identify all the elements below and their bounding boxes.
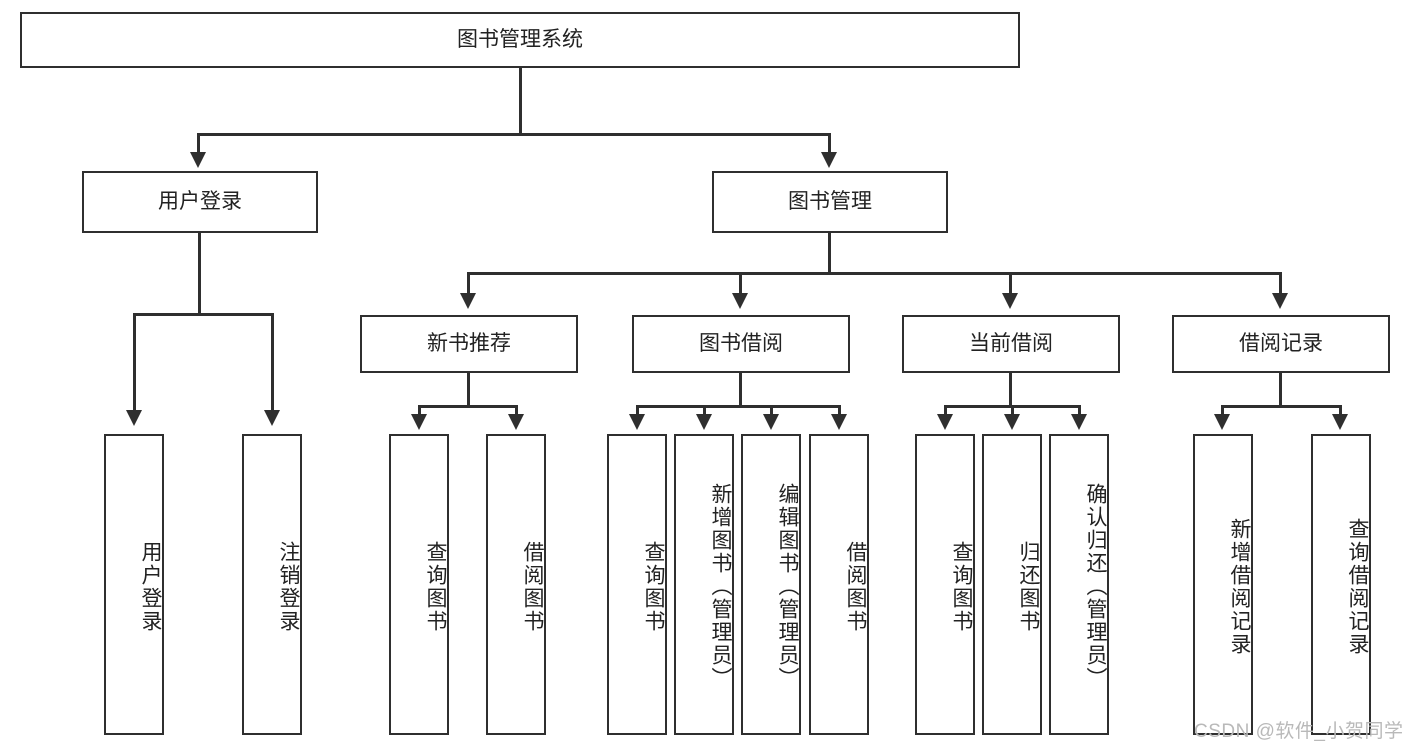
edge-current-borrow-stem: [1009, 373, 1012, 408]
node-label: 借阅记录: [1239, 332, 1323, 356]
edge-bm-to-borrow-record: [1279, 272, 1282, 296]
node-label: 图书管理: [788, 190, 872, 214]
node-label: 编辑图书（管理员）: [776, 483, 799, 690]
node-label: 借阅图书: [521, 540, 544, 633]
edge-new-book-distributor: [418, 405, 518, 408]
arrow-bm-to-new-book-icon: [460, 293, 476, 309]
node-label: 新书推荐: [427, 332, 511, 356]
node-current-borrow[interactable]: 当前借阅: [902, 315, 1120, 373]
node-book-management[interactable]: 图书管理: [712, 171, 948, 233]
leaf-borrow-record-add-record[interactable]: 新增借阅记录: [1193, 434, 1253, 735]
edge-book-borrow-to-leaf-4: [838, 405, 841, 417]
edge-root-stem: [519, 68, 522, 135]
edge-book-borrow-stem: [739, 373, 742, 408]
node-label: 新增借阅记录: [1228, 517, 1251, 656]
node-root-book-management-system[interactable]: 图书管理系统: [20, 12, 1020, 68]
edge-book-borrow-to-leaf-2: [703, 405, 706, 417]
edge-user-login-to-leaf-2: [271, 313, 274, 414]
edge-borrow-record-to-leaf-2: [1339, 405, 1342, 417]
node-book-borrow[interactable]: 图书借阅: [632, 315, 850, 373]
edge-book-borrow-to-leaf-3: [770, 405, 773, 417]
arrow-user-login-to-leaf-2-icon: [264, 410, 280, 426]
leaf-new-book-borrow-book[interactable]: 借阅图书: [486, 434, 546, 735]
node-label: 新增图书（管理员）: [709, 483, 732, 690]
edge-current-borrow-to-leaf-2: [1011, 405, 1014, 417]
leaf-book-borrow-edit-book-admin[interactable]: 编辑图书（管理员）: [741, 434, 801, 735]
edge-book-borrow-to-leaf-1: [636, 405, 639, 417]
edge-current-borrow-to-leaf-1: [944, 405, 947, 417]
node-label: 查询借阅记录: [1346, 517, 1369, 656]
edge-bm-to-current-borrow: [1009, 272, 1012, 296]
edge-bm-to-book-borrow: [739, 272, 742, 296]
node-label: 确认归还（管理员）: [1084, 483, 1107, 690]
edge-borrow-record-distributor: [1221, 405, 1341, 408]
edge-book-management-distributor: [467, 272, 1282, 275]
node-label: 查询图书: [424, 540, 447, 633]
edge-user-login-to-leaf-1: [133, 313, 136, 414]
edge-root-to-user-login: [197, 133, 200, 160]
leaf-book-borrow-borrow-book[interactable]: 借阅图书: [809, 434, 869, 735]
node-label: 用户登录: [139, 540, 162, 633]
edge-current-borrow-to-leaf-3: [1078, 405, 1081, 417]
arrow-user-login-to-leaf-1-icon: [126, 410, 142, 426]
edge-new-book-to-leaf-2: [515, 405, 518, 417]
leaf-current-borrow-query-book[interactable]: 查询图书: [915, 434, 975, 735]
arrow-book-borrow-to-leaf-2-icon: [696, 414, 712, 430]
edge-root-to-book-management: [828, 133, 831, 160]
node-label: 图书借阅: [699, 332, 783, 356]
arrow-book-borrow-to-leaf-1-icon: [629, 414, 645, 430]
leaf-book-borrow-add-book-admin[interactable]: 新增图书（管理员）: [674, 434, 734, 735]
arrow-book-borrow-to-leaf-4-icon: [831, 414, 847, 430]
arrow-borrow-record-to-leaf-2-icon: [1332, 414, 1348, 430]
leaf-current-borrow-confirm-return-admin[interactable]: 确认归还（管理员）: [1049, 434, 1109, 735]
edge-bm-to-new-book: [467, 272, 470, 296]
leaf-current-borrow-return-book[interactable]: 归还图书: [982, 434, 1042, 735]
leaf-book-borrow-query-book[interactable]: 查询图书: [607, 434, 667, 735]
leaf-user-login-login[interactable]: 用户登录: [104, 434, 164, 735]
arrow-current-borrow-to-leaf-3-icon: [1071, 414, 1087, 430]
node-label: 用户登录: [158, 190, 242, 214]
edge-user-login-distributor: [133, 313, 273, 316]
edge-new-book-stem: [467, 373, 470, 408]
node-label: 图书管理系统: [457, 28, 583, 52]
edge-new-book-to-leaf-1: [418, 405, 421, 417]
csdn-watermark: CSDN @软件_小贺同学: [1194, 721, 1404, 742]
edge-borrow-record-to-leaf-1: [1221, 405, 1224, 417]
node-label: 查询图书: [950, 540, 973, 633]
leaf-borrow-record-query-record[interactable]: 查询借阅记录: [1311, 434, 1371, 735]
arrow-bm-to-borrow-record-icon: [1272, 293, 1288, 309]
node-label: 借阅图书: [844, 540, 867, 633]
arrow-borrow-record-to-leaf-1-icon: [1214, 414, 1230, 430]
arrow-current-borrow-to-leaf-2-icon: [1004, 414, 1020, 430]
edge-book-management-stem: [828, 233, 831, 275]
node-label: 归还图书: [1017, 540, 1040, 633]
node-user-login[interactable]: 用户登录: [82, 171, 318, 233]
edge-borrow-record-stem: [1279, 373, 1282, 408]
arrow-new-book-to-leaf-2-icon: [508, 414, 524, 430]
node-label: 注销登录: [277, 540, 300, 633]
arrow-book-borrow-to-leaf-3-icon: [763, 414, 779, 430]
arrow-root-to-user-login-icon: [190, 152, 206, 168]
node-label: 当前借阅: [969, 332, 1053, 356]
arrow-current-borrow-to-leaf-1-icon: [937, 414, 953, 430]
edge-root-distributor: [197, 133, 831, 136]
arrow-new-book-to-leaf-1-icon: [411, 414, 427, 430]
leaf-user-login-logout[interactable]: 注销登录: [242, 434, 302, 735]
node-borrow-record[interactable]: 借阅记录: [1172, 315, 1390, 373]
node-label: 查询图书: [642, 540, 665, 633]
arrow-root-to-book-management-icon: [821, 152, 837, 168]
edge-book-borrow-distributor: [636, 405, 839, 408]
arrow-bm-to-current-borrow-icon: [1002, 293, 1018, 309]
arrow-bm-to-book-borrow-icon: [732, 293, 748, 309]
node-new-book-recommend[interactable]: 新书推荐: [360, 315, 578, 373]
leaf-new-book-query-book[interactable]: 查询图书: [389, 434, 449, 735]
edge-user-login-stem: [198, 233, 201, 315]
